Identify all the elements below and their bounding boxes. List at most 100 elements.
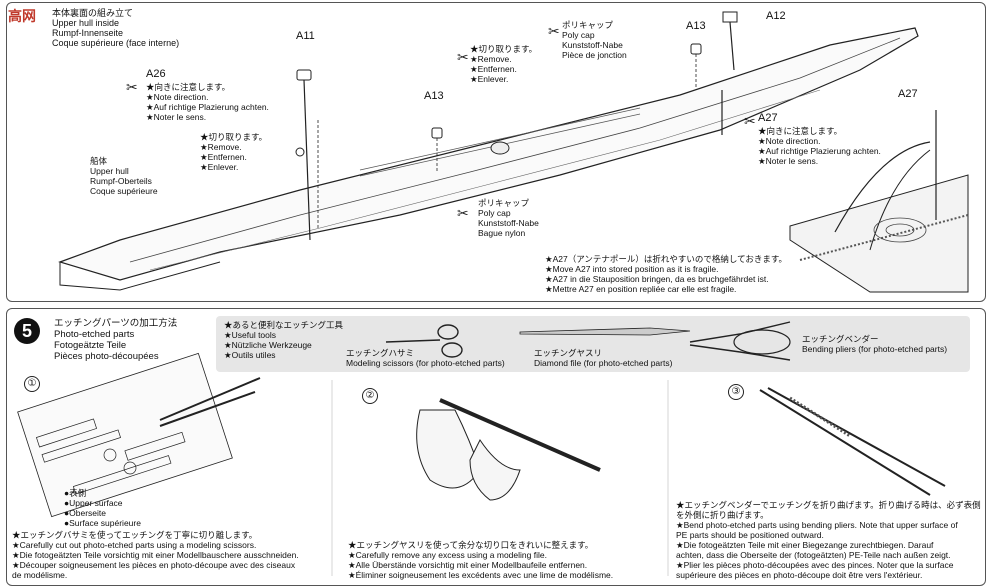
tool-file-en: Diamond file (for photo-etched parts) <box>534 358 673 368</box>
upper-surface-en: ●Upper surface <box>64 498 123 508</box>
tool-scissors-jp: エッチングハサミ <box>346 348 415 358</box>
upper-surface-fr: ●Surface supérieure <box>64 518 141 528</box>
svg-text:✂: ✂ <box>548 24 560 40</box>
step3-line: PE parts should be positioned outward. <box>676 530 824 540</box>
tool-pliers-jp: エッチングベンダー <box>802 334 879 344</box>
a26-note-fr: ★Noter le sens. <box>146 112 207 122</box>
remove-left-fr: ★Enlever. <box>200 162 239 172</box>
poly-cap-top-en: Poly cap <box>562 30 595 40</box>
step3-line: を外側に折り曲げます。 <box>676 510 769 520</box>
logo: 高网 <box>8 8 36 24</box>
upper-surface-label: ●表側 ●Upper surface ●Oberseite ●Surface s… <box>64 488 141 528</box>
remove-note-left: ★切り取ります。 ★Remove. ★Entfernen. ★Enlever. <box>200 132 267 172</box>
step2-line: ★エッチングヤスリを使って余分な切り口をきれいに整えます。 <box>348 540 594 550</box>
step1-line: ★エッチングバサミを使ってエッチングを丁寧に切り離します。 <box>12 530 258 540</box>
step1-line: ★Découper soigneusement les pièces en ph… <box>12 560 296 570</box>
step3-line: ★Die fotogeätzten Teile mit einer Biegez… <box>676 540 934 550</box>
useful-tools-de: ★Nützliche Werkzeuge <box>224 340 312 350</box>
step3-line: achten, dass die Oberseite der (fotogeät… <box>676 550 951 560</box>
step3-line: ★エッチングベンダーでエッチングを折り曲げます。折り曲げる時は、必ず表側 <box>676 500 981 510</box>
step2-line: ★Carefully remove any excess using a mod… <box>348 550 547 560</box>
step3-line: supérieure des pièces en photo-découpe d… <box>676 570 923 580</box>
step5-jp: エッチングパーツの加工方法 <box>54 318 178 329</box>
remove-mid-en: ★Remove. <box>470 54 512 64</box>
tool-pliers-en: Bending pliers (for photo-etched parts) <box>802 344 948 354</box>
step3-line: ★Bend photo-etched parts using bending p… <box>676 520 958 530</box>
a27-note-en: ★Note direction. <box>758 136 821 146</box>
part-a13-left-label: A13 <box>424 90 444 102</box>
hull-label: 船体 Upper hull Rumpf-Oberteils Coque supé… <box>90 156 158 196</box>
hull-de: Rumpf-Oberteils <box>90 176 152 186</box>
poly-cap-top-de: Kunststoff-Nabe <box>562 40 623 50</box>
step-number: 5 <box>14 318 40 344</box>
hull-fr: Coque supérieure <box>90 186 158 196</box>
poly-cap-mid-de: Kunststoff-Nabe <box>478 218 539 228</box>
a26-note: ★向きに注意します。 ★Note direction. ★Auf richtig… <box>146 82 269 122</box>
upper-hull-heading: 本体裏面の組み立て Upper hull inside Rumpf-Innens… <box>52 8 179 48</box>
part-a13-right-label: A13 <box>686 20 706 32</box>
sub-step-3: ③ <box>728 384 744 400</box>
antenna-note-en: ★Move A27 into stored position as it is … <box>545 264 719 274</box>
hull-jp: 船体 <box>90 156 108 166</box>
step1-line: ★Die fotogeätzten Teile vorsichtig mit e… <box>12 550 299 560</box>
tool-file-jp: エッチングヤスリ <box>534 348 603 358</box>
useful-tools-heading: ★あると便利なエッチング工具 ★Useful tools ★Nützliche … <box>224 320 343 360</box>
tool-pliers: エッチングベンダー Bending pliers (for photo-etch… <box>802 334 947 354</box>
useful-tools-box <box>216 316 970 372</box>
remove-left-en: ★Remove. <box>200 142 242 152</box>
step2-line: ★Alle Überstände vorsichtig mit einer Mo… <box>348 560 588 570</box>
step1-line: de modélisme. <box>12 570 68 580</box>
part-a27-right-label: A27 <box>898 88 918 100</box>
antenna-note: ★A27（アンテナポール）は折れやすいので格納しておきます。 ★Move A27… <box>545 254 787 294</box>
heading-de: Rumpf-Innenseite <box>52 28 124 38</box>
a27-note-jp: ★向きに注意します。 <box>758 126 843 136</box>
poly-cap-mid-fr: Bague nylon <box>478 228 526 238</box>
sub-step-2: ② <box>362 388 378 404</box>
upper-surface-de: ●Oberseite <box>64 508 106 518</box>
step3-text: ★エッチングベンダーでエッチングを折り曲げます。折り曲げる時は、必ず表側 を外側… <box>676 500 981 580</box>
svg-text:✂: ✂ <box>744 114 756 130</box>
part-a12-label: A12 <box>766 10 786 22</box>
svg-text:✂: ✂ <box>126 80 138 96</box>
antenna-note-fr: ★Mettre A27 en position repliée car elle… <box>545 284 737 294</box>
heading-fr: Coque supérieure (face interne) <box>52 38 180 48</box>
a26-note-en: ★Note direction. <box>146 92 209 102</box>
tool-scissors-en: Modeling scissors (for photo-etched part… <box>346 358 505 368</box>
part-a11-label: A11 <box>296 30 315 42</box>
step5-heading: エッチングパーツの加工方法 Photo-etched parts Fotogeä… <box>54 318 177 362</box>
sub-step-1: ① <box>24 376 40 392</box>
a26-note-de: ★Auf richtige Plazierung achten. <box>146 102 269 112</box>
poly-cap-mid: ポリキャップ Poly cap Kunststoff-Nabe Bague ny… <box>478 198 539 238</box>
step1-text: ★エッチングバサミを使ってエッチングを丁寧に切り離します。 ★Carefully… <box>12 530 299 580</box>
part-a27-mid-label: A27 <box>758 112 778 124</box>
a27-note-de: ★Auf richtige Plazierung achten. <box>758 146 881 156</box>
poly-cap-top: ポリキャップ Poly cap Kunststoff-Nabe Pièce de… <box>562 20 627 60</box>
antenna-note-de: ★A27 in die Stauposition bringen, da es … <box>545 274 769 284</box>
svg-text:✂: ✂ <box>457 206 469 222</box>
poly-cap-top-fr: Pièce de jonction <box>562 50 627 60</box>
step1-line: ★Carefully cut out photo-etched parts us… <box>12 540 257 550</box>
step5-en: Photo-etched parts <box>54 329 135 340</box>
a27-note-fr: ★Noter le sens. <box>758 156 819 166</box>
useful-tools-fr: ★Outils utiles <box>224 350 276 360</box>
svg-text:✂: ✂ <box>457 50 469 66</box>
useful-tools-jp: ★あると便利なエッチング工具 <box>224 320 344 330</box>
hull-en: Upper hull <box>90 166 129 176</box>
part-a26-label: A26 <box>146 68 166 80</box>
tool-file: エッチングヤスリ Diamond file (for photo-etched … <box>534 348 672 368</box>
remove-note-mid: ★切り取ります。 ★Remove. ★Entfernen. ★Enlever. <box>470 44 537 84</box>
tool-scissors: エッチングハサミ Modeling scissors (for photo-et… <box>346 348 505 368</box>
poly-cap-mid-en: Poly cap <box>478 208 511 218</box>
step2-line: ★Éliminer soigneusement les excédents av… <box>348 570 614 580</box>
step5-fr: Pièces photo-découpées <box>54 351 159 362</box>
useful-tools-en: ★Useful tools <box>224 330 277 340</box>
step5-de: Fotogeätzte Teile <box>54 340 127 351</box>
step2-text: ★エッチングヤスリを使って余分な切り口をきれいに整えます。 ★Carefully… <box>348 540 613 580</box>
remove-mid-fr: ★Enlever. <box>470 74 509 84</box>
poly-cap-mid-jp: ポリキャップ <box>478 198 530 208</box>
a27-note: ★向きに注意します。 ★Note direction. ★Auf richtig… <box>758 126 881 166</box>
remove-mid-de: ★Entfernen. <box>470 64 517 74</box>
